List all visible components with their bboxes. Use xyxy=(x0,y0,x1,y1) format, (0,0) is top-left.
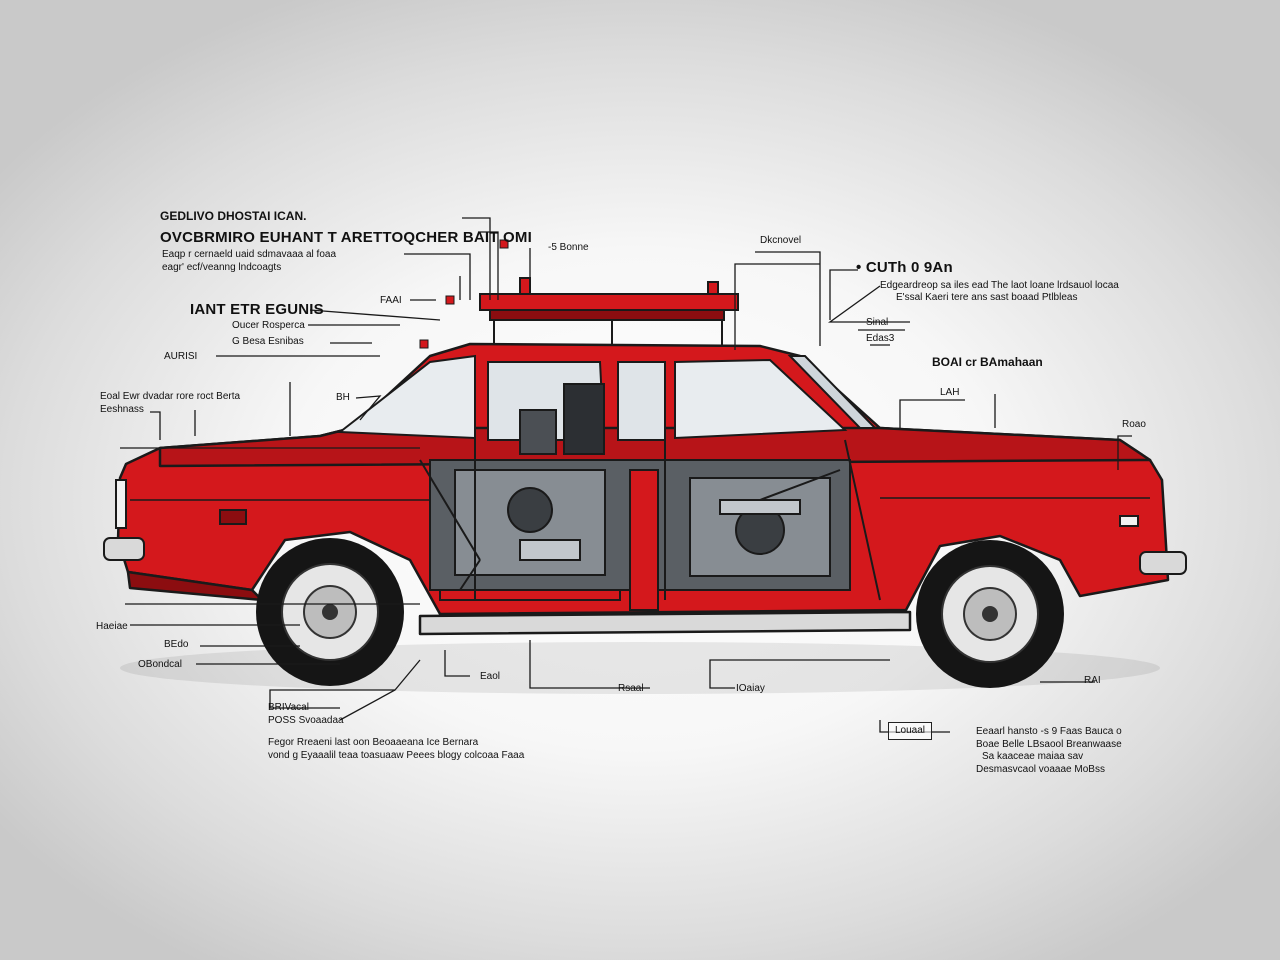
right-mid-label: LAH xyxy=(940,387,960,398)
roof-rack xyxy=(479,277,739,352)
right-small-2: Edas3 xyxy=(866,333,895,344)
cutaway-interior xyxy=(419,356,881,611)
left-front-line-2: Eeshnass xyxy=(100,404,144,415)
right-sub-1: Edgeardreop sa iles ead The laot loane l… xyxy=(880,280,1119,291)
front-wheel xyxy=(256,538,404,686)
accent-marks xyxy=(419,239,509,349)
header-sub-2: eagr' ecf/veanng lndcoagts xyxy=(162,262,282,273)
left-low-1: BEdo xyxy=(164,639,189,650)
left-wheel-label: Haeiae xyxy=(96,621,128,632)
body-details xyxy=(103,479,1187,575)
leader-lines xyxy=(120,217,1132,733)
left-group-sub-1: Oucer Rosperca xyxy=(232,320,305,331)
left-front-line-1: Eoal Ewr dvadar rore roct Berta xyxy=(100,391,241,402)
left-low-2: OBondcal xyxy=(138,659,182,670)
top-mid-label: -5 Bonne xyxy=(548,242,589,253)
header-main: OVCBRMIRO EUHANT T ARETTOQCHER BAIT OMI xyxy=(160,229,532,246)
right-small: Sinal xyxy=(866,317,889,328)
bottom-left-sub: POSS Svoaadaa xyxy=(268,715,344,726)
left-group-sub-2: G Besa Esnibas xyxy=(232,336,304,347)
bottom-left-para-1: Fegor Rreaeni last oon Beoaaeana Ice Ber… xyxy=(268,737,479,748)
right-title: • CUTh 0 9An xyxy=(856,259,953,276)
roof-label: FAAI xyxy=(380,295,402,306)
bottom-right-para-4: Desmasvcaol voaaae MoBss xyxy=(976,764,1105,775)
rear-wheel-label: RAI xyxy=(1084,675,1101,686)
bottom-left-title: BRIVacal xyxy=(268,702,309,713)
windows xyxy=(337,354,878,441)
under-label-1: Eaol xyxy=(480,671,501,682)
under-label-3: IOaiay xyxy=(736,683,765,694)
header-sub-1: Eaqp r cernaeld uaid sdmavaaa al foaa xyxy=(162,249,337,260)
pillar-label: BH xyxy=(336,392,350,403)
left-group-title: IANT ETR EGUNIS xyxy=(190,301,324,318)
bottom-right-para-1: Eeaarl hansto -s 9 Faas Bauca o xyxy=(976,726,1122,737)
bottom-left-para-2: vond g Eyaaalil teaa toasuaaw Peees blog… xyxy=(268,750,525,761)
top-right-label: Dkcnovel xyxy=(760,235,802,246)
right-edge-label: Roao xyxy=(1122,419,1146,430)
bottom-right-para-3: Sa kaaceae maiaa sav xyxy=(982,751,1084,762)
rear-wheel xyxy=(916,540,1064,688)
under-label-2: Rsaal xyxy=(618,683,644,694)
right-sub-2: E'ssal Kaeri tere ans sast boaad Ptlblea… xyxy=(896,292,1078,303)
header-title: GEDLIVO DHOSTAI ICAN. xyxy=(160,209,307,223)
bottom-box-label: Louaal xyxy=(888,722,933,740)
left-label-ad: AURISI xyxy=(164,351,198,362)
right-group-title: BOAI cr BAmahaan xyxy=(932,355,1043,369)
bottom-right-para-2: Boae Belle LBsaool Breanwaase xyxy=(976,739,1122,750)
